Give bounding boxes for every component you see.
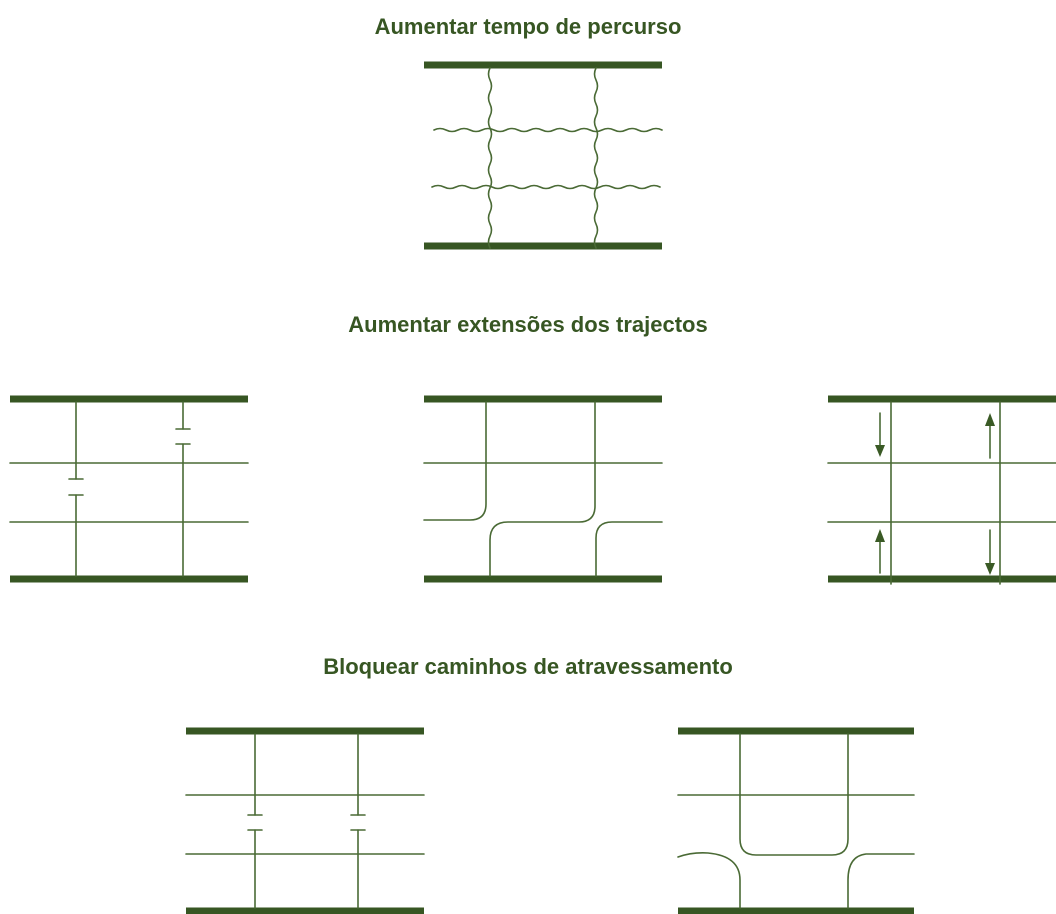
wavy-road-vertical — [593, 67, 599, 249]
diagram-closure-barriers — [185, 727, 425, 914]
arrowhead-down-icon — [985, 563, 995, 575]
arrowhead-down-icon — [875, 445, 885, 457]
diagram-wavy-streets — [424, 61, 663, 250]
section-title-block-through: Bloquear caminhos de atravessamento — [323, 654, 733, 679]
wavy-road-vertical — [487, 67, 493, 249]
diagram-offset-junctions — [423, 395, 663, 583]
wavy-road-horizontal — [433, 127, 663, 133]
diagram-one-way-streets — [827, 395, 1056, 585]
curved-road — [677, 852, 741, 909]
arrowhead-up-icon — [985, 413, 995, 426]
diagram-staggered-barriers — [9, 395, 249, 583]
section-title-travel-time: Aumentar tempo de percurso — [374, 14, 682, 39]
loop-road — [739, 733, 849, 856]
section-title-route-length: Aumentar extensões dos trajectos — [348, 312, 708, 337]
curved-road — [595, 521, 663, 577]
wavy-road-horizontal — [431, 184, 661, 190]
arrowhead-up-icon — [875, 529, 885, 542]
curved-road — [489, 401, 596, 577]
diagram-loop-roads — [677, 727, 915, 914]
curved-road — [423, 401, 487, 521]
curved-road — [847, 853, 915, 909]
